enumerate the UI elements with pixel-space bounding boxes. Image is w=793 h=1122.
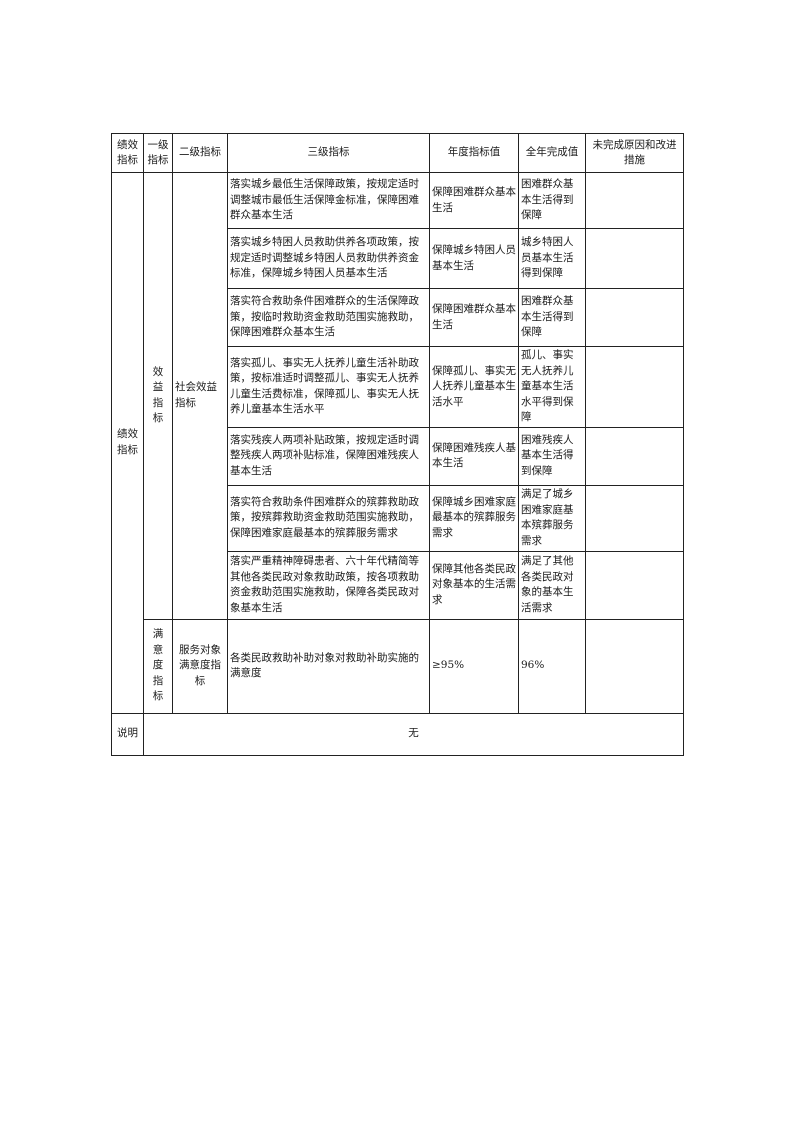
level1-benefit: 效益指标 — [143, 172, 173, 620]
level3-cell: 落实孤儿、事实无人抚养儿童生活补助政策，按标准适时调整孤儿、事实无人抚养儿童生活… — [227, 346, 430, 428]
header-row: 绩效指标 一级指标 二级指标 三级指标 年度指标值 全年完成值 未完成原因和改进… — [111, 133, 684, 173]
level3-cell: 落实城乡特困人员救助供养各项政策，按规定适时调整城乡特困人员救助供养资金标准，保… — [227, 228, 430, 289]
reason-cell — [585, 426, 684, 486]
table-row: 落实符合救助条件困难群众的生活保障政策，按临时救助资金救助范围实施救助，保障困难… — [112, 288, 684, 347]
target-cell: 保障孤儿、事实无人抚养儿童基本生活水平 — [429, 346, 519, 428]
group-label-performance: 绩效指标 — [111, 172, 144, 714]
reason-cell — [585, 618, 684, 714]
actual-cell: 满足了城乡困难家庭基本殡葬服务需求 — [518, 484, 586, 552]
target-cell: 保障困难群众基本生活 — [429, 172, 519, 229]
reason-cell — [585, 346, 684, 428]
satisfaction-row: 满意度指标 服务对象满意度指标 各类民政救助补助对象对救助补助实施的满意度 ≥9… — [112, 618, 684, 714]
reason-cell — [585, 228, 684, 289]
performance-table: 绩效指标 一级指标 二级指标 三级指标 年度指标值 全年完成值 未完成原因和改进… — [111, 133, 684, 756]
actual-cell: 96% — [518, 618, 586, 714]
reason-cell — [585, 172, 684, 229]
actual-cell: 城乡特困人员基本生活得到保障 — [518, 228, 586, 289]
table-row: 落实严重精神障碍患者、六十年代精简等其他各类民政对象救助政策，按各项救助资金救助… — [112, 550, 684, 620]
level2-social-benefit: 社会效益指标 — [172, 172, 228, 620]
reason-cell — [585, 288, 684, 347]
reason-cell — [585, 550, 684, 620]
level3-cell: 落实符合救助条件困难群众的生活保障政策，按临时救助资金救助范围实施救助，保障困难… — [227, 288, 430, 347]
target-cell: 保障城乡特困人员基本生活 — [429, 228, 519, 289]
level2-service-satisfaction: 服务对象满意度指标 — [172, 618, 228, 714]
header-annual-actual: 全年完成值 — [518, 133, 586, 173]
table-row: 落实城乡特困人员救助供养各项政策，按规定适时调整城乡特困人员救助供养资金标准，保… — [112, 228, 684, 289]
header-level2-indicator: 二级指标 — [172, 133, 228, 173]
actual-cell: 满足了其他各类民政对象的基本生活需求 — [518, 550, 586, 620]
target-cell: 保障困难残疾人基本生活 — [429, 426, 519, 486]
header-reason-improvement: 未完成原因和改进措施 — [585, 133, 684, 173]
table-row: 落实符合救助条件困难群众的殡葬救助政策，按殡葬救助资金救助范围实施救助，保障困难… — [112, 484, 684, 552]
header-performance-indicator: 绩效指标 — [111, 133, 144, 173]
table-row: 落实孤儿、事实无人抚养儿童生活补助政策，按标准适时调整孤儿、事实无人抚养儿童生活… — [112, 346, 684, 428]
actual-cell: 困难残疾人基本生活得到保障 — [518, 426, 586, 486]
actual-cell: 困难群众基本生活得到保障 — [518, 172, 586, 229]
target-cell: ≥95% — [429, 618, 519, 714]
actual-cell: 困难群众基本生活得到保障 — [518, 288, 586, 347]
level1-satisfaction: 满意度指标 — [143, 618, 173, 714]
target-cell: 保障困难群众基本生活 — [429, 288, 519, 347]
header-level3-indicator: 三级指标 — [227, 133, 430, 173]
target-cell: 保障城乡困难家庭最基本的殡葬服务需求 — [429, 484, 519, 552]
note-row: 说明 无 — [111, 712, 684, 756]
table-row: 绩效指标 效益指标 社会效益指标 落实城乡最低生活保障政策，按规定适时调整城市最… — [111, 172, 684, 714]
level3-cell: 落实残疾人两项补贴政策，按规定适时调整残疾人两项补贴标准，保障困难残疾人基本生活 — [227, 426, 430, 486]
header-annual-target: 年度指标值 — [429, 133, 519, 173]
target-cell: 保障其他各类民政对象基本的生活需求 — [429, 550, 519, 620]
level3-cell: 落实城乡最低生活保障政策，按规定适时调整城市最低生活保障金标准，保障困难群众基本… — [227, 172, 430, 229]
note-label: 说明 — [111, 712, 144, 756]
note-value: 无 — [143, 712, 684, 756]
header-level1-indicator: 一级指标 — [143, 133, 173, 173]
level3-cell: 落实严重精神障碍患者、六十年代精简等其他各类民政对象救助政策，按各项救助资金救助… — [227, 550, 430, 620]
actual-cell: 孤儿、事实无人抚养儿童基本生活水平得到保障 — [518, 346, 586, 428]
level3-cell: 各类民政救助补助对象对救助补助实施的满意度 — [227, 618, 430, 714]
table-row: 落实残疾人两项补贴政策，按规定适时调整残疾人两项补贴标准，保障困难残疾人基本生活… — [112, 426, 684, 486]
level3-cell: 落实符合救助条件困难群众的殡葬救助政策，按殡葬救助资金救助范围实施救助，保障困难… — [227, 484, 430, 552]
reason-cell — [585, 484, 684, 552]
